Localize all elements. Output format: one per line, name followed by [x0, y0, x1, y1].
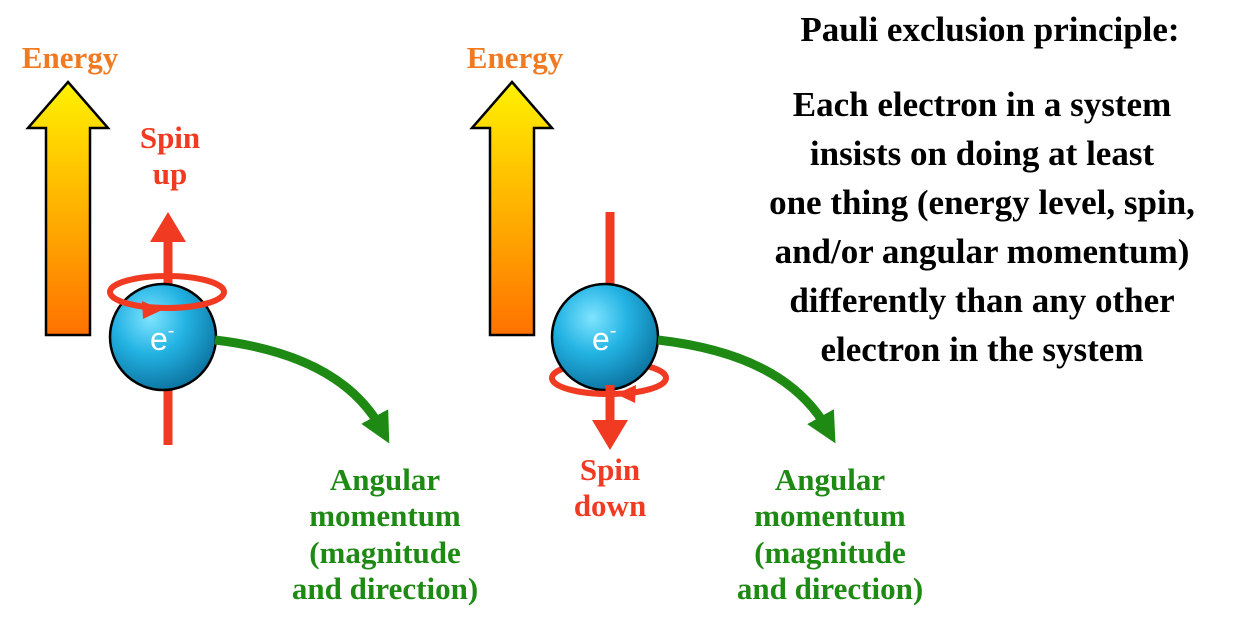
angular-arrow-left	[215, 340, 382, 430]
pauli-line-1: Each electron in a system	[712, 80, 1250, 129]
pauli-line-2: insists on doing at least	[712, 129, 1250, 178]
angular-label-left: Angular momentum (magnitude and directio…	[250, 462, 520, 607]
pauli-line-3: one thing (energy level, spin,	[712, 178, 1250, 227]
spin-down-line-2: down	[545, 488, 675, 524]
spin-up-line-2: up	[110, 156, 230, 192]
angular-left-line-1: Angular	[250, 462, 520, 498]
angular-right-line-1: Angular	[695, 462, 965, 498]
energy-arrow-left	[28, 82, 108, 335]
energy-label-right: Energy	[445, 40, 585, 76]
pauli-line-5: differently than any other	[712, 276, 1250, 325]
energy-label-left: Energy	[0, 40, 140, 76]
angular-right-line-4: and direction)	[695, 571, 965, 607]
angular-right-line-3: (magnitude	[695, 535, 965, 571]
energy-arrow-right	[472, 82, 552, 335]
angular-left-line-3: (magnitude	[250, 535, 520, 571]
pauli-line-6: electron in the system	[712, 325, 1250, 374]
angular-label-right: Angular momentum (magnitude and directio…	[695, 462, 965, 607]
angular-left-line-4: and direction)	[250, 571, 520, 607]
spin-down-label: Spin down	[545, 452, 675, 525]
pauli-title: Pauli exclusion principle:	[740, 10, 1240, 50]
spin-up-label: Spin up	[110, 120, 230, 193]
spin-up-line-1: Spin	[110, 120, 230, 156]
angular-right-line-2: momentum	[695, 498, 965, 534]
pauli-description: Each electron in a system insists on doi…	[712, 80, 1250, 374]
spin-down-line-1: Spin	[545, 452, 675, 488]
pauli-line-4: and/or angular momentum)	[712, 227, 1250, 276]
angular-left-line-2: momentum	[250, 498, 520, 534]
